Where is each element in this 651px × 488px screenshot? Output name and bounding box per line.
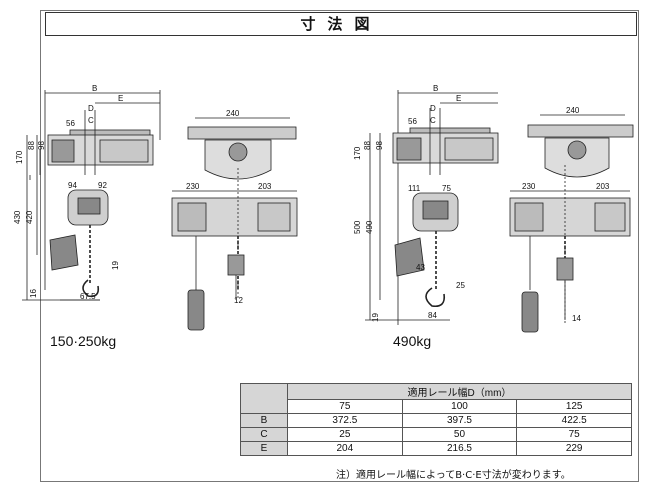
table-column-row: 75 100 125 (241, 399, 632, 414)
dim-left-675: 67.5 (80, 292, 96, 301)
dim-right-240: 240 (566, 106, 580, 115)
dim-left-C: C (88, 116, 94, 125)
dim-left-12: 12 (234, 296, 243, 305)
dim-right-D: D (430, 104, 436, 113)
dim-right-C: C (430, 116, 436, 125)
dim-right-B: B (433, 84, 438, 93)
dim-left-94: 94 (68, 181, 77, 190)
table-cell: 372.5 (287, 413, 403, 428)
table-col-75: 75 (287, 399, 403, 414)
dim-left-92: 92 (98, 181, 107, 190)
table-cell: 422.5 (516, 413, 632, 428)
dim-left-88: 88 (27, 141, 36, 150)
table-cell: 204 (287, 441, 403, 456)
table-row-label: B (240, 413, 288, 428)
table-header-row: 適用レール幅D（mm） (240, 383, 632, 414)
table-cell: 75 (516, 427, 632, 442)
dim-left-240: 240 (226, 109, 240, 118)
table-cell: 25 (287, 427, 403, 442)
dim-right-98: 98 (375, 141, 384, 150)
dim-right-14: 14 (572, 314, 581, 323)
dim-left-170: 170 (15, 150, 24, 164)
dim-right-230: 230 (522, 182, 536, 191)
table-row: B 372.5 397.5 422.5 (240, 413, 632, 428)
dim-left-430: 430 (13, 210, 22, 224)
dim-right-75: 75 (442, 184, 451, 193)
dim-left-B: B (92, 84, 97, 93)
table-row-label: E (240, 441, 288, 456)
dim-left-16: 16 (29, 289, 38, 298)
caption-490kg: 490kg (393, 333, 432, 349)
dim-right-56: 56 (408, 117, 417, 126)
dim-right-111: 111 (408, 184, 421, 193)
right-front-view (509, 114, 634, 333)
right-side-view (365, 90, 499, 325)
dim-right-203: 203 (596, 182, 610, 191)
table-col-100: 100 (401, 399, 518, 414)
table-row: E 204 216.5 229 (240, 441, 632, 456)
dim-right-25: 25 (456, 281, 465, 290)
table-row-label: C (240, 427, 288, 442)
dim-right-43: 43 (416, 263, 425, 272)
table-col-125: 125 (516, 399, 632, 414)
table-corner (240, 383, 288, 414)
dim-left-203: 203 (258, 182, 272, 191)
dim-left-98: 98 (37, 141, 46, 150)
dim-left-D: D (88, 104, 94, 113)
table-row: C 25 50 75 (240, 427, 632, 442)
table-header-label: 適用レール幅D（mm） (287, 383, 632, 400)
rail-width-table: 適用レール幅D（mm） 75 100 125 B 372.5 397.5 422… (240, 383, 632, 456)
dim-right-84: 84 (428, 311, 437, 320)
dim-left-420: 420 (25, 210, 34, 224)
table-cell: 397.5 (401, 413, 518, 428)
dim-right-500: 500 (353, 220, 362, 234)
left-side-view (22, 90, 161, 301)
table-cell: 216.5 (401, 441, 518, 456)
dim-left-E: E (118, 94, 123, 103)
dim-right-490: 490 (365, 220, 374, 234)
dim-right-88: 88 (363, 141, 372, 150)
page-title: 寸法図 (45, 12, 637, 36)
caption-150-250kg: 150·250kg (50, 333, 117, 349)
dim-right-E: E (456, 94, 461, 103)
dim-right-19: 19 (371, 313, 380, 322)
footnote: 注）適用レール幅によってB·C·E寸法が変わります。 (336, 470, 571, 481)
table-cell: 229 (516, 441, 632, 456)
dim-left-56: 56 (66, 119, 75, 128)
left-front-view (171, 117, 298, 331)
dim-left-230: 230 (186, 182, 200, 191)
dim-right-170: 170 (353, 146, 362, 160)
page-frame (40, 10, 639, 482)
table-cell: 50 (401, 427, 518, 442)
dim-left-19: 19 (111, 261, 120, 270)
